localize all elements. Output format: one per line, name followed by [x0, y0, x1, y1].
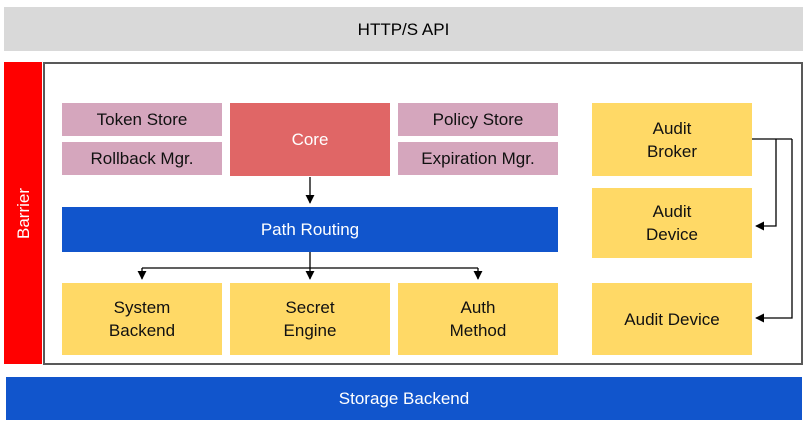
barrier-label: Barrier [13, 187, 33, 239]
audit-device-middle-label: Audit Device [646, 202, 698, 244]
token-store-label: Token Store [96, 110, 188, 129]
path-routing-label: Path Routing [260, 220, 360, 239]
storage-backend-label: Storage Backend [338, 389, 470, 408]
rollback-mgr-box: Rollback Mgr. [62, 142, 222, 175]
barrier-bar: Barrier [4, 62, 42, 364]
audit-device-bottom-label: Audit Device [624, 309, 720, 329]
expiration-mgr-box: Expiration Mgr. [398, 142, 558, 175]
secret-engine-label: Secret Engine [283, 298, 337, 340]
expiration-mgr-label: Expiration Mgr. [421, 149, 535, 168]
storage-backend-bar: Storage Backend [6, 377, 802, 420]
http-api-label: HTTP/S API [357, 19, 450, 39]
policy-store-label: Policy Store [432, 110, 524, 129]
policy-store-box: Policy Store [398, 103, 558, 136]
token-store-box: Token Store [62, 103, 222, 136]
secret-engine-box: Secret Engine [230, 283, 390, 355]
system-backend-label: System Backend [108, 298, 176, 340]
auth-method-label: Auth Method [449, 298, 507, 340]
audit-broker-box: Audit Broker [592, 103, 752, 176]
audit-device-bottom-box: Audit Device [592, 283, 752, 355]
core-box: Core [230, 103, 390, 176]
rollback-mgr-label: Rollback Mgr. [90, 149, 194, 168]
system-backend-box: System Backend [62, 283, 222, 355]
auth-method-box: Auth Method [398, 283, 558, 355]
http-api-bar: HTTP/S API [4, 7, 803, 51]
audit-device-middle-box: Audit Device [592, 188, 752, 258]
core-label: Core [291, 130, 329, 149]
audit-broker-label: Audit Broker [646, 118, 698, 161]
path-routing-bar: Path Routing [62, 207, 558, 252]
